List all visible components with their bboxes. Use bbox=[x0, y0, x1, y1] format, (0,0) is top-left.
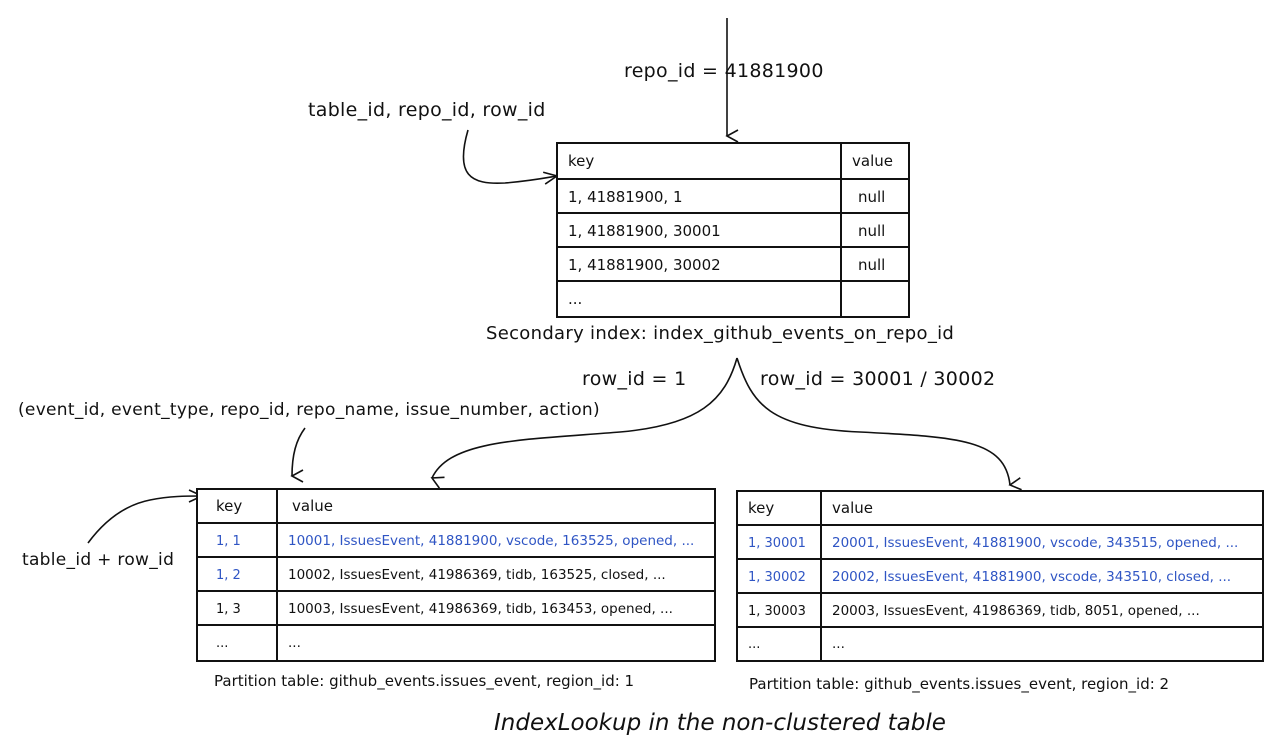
partition-row-key: 1, 2 bbox=[216, 567, 241, 583]
table-row: ... ... bbox=[738, 626, 1262, 660]
partition-1-value-header: value bbox=[276, 490, 714, 522]
row-id-left-arrow bbox=[430, 357, 738, 489]
partition-2-header-row: key value bbox=[738, 492, 1262, 524]
partition-row-key: 1, 30002 bbox=[748, 569, 806, 585]
index-key-format-label: table_id, repo_id, row_id bbox=[308, 99, 546, 121]
index-row-key: 1, 41881900, 30002 bbox=[568, 256, 721, 274]
partition-1-table: key value 1, 1 10001, IssuesEvent, 41881… bbox=[196, 488, 716, 662]
table-row: ... ... bbox=[198, 624, 714, 660]
table-row: 1, 2 10002, IssuesEvent, 41986369, tidb,… bbox=[198, 556, 714, 592]
index-value-header: value bbox=[840, 144, 908, 178]
partition-row-value: 20003, IssuesEvent, 41986369, tidb, 8051… bbox=[820, 594, 1262, 628]
partition-row-value: ... bbox=[276, 626, 714, 660]
index-key-header: key bbox=[568, 152, 595, 170]
table-row: 1, 3 10003, IssuesEvent, 41986369, tidb,… bbox=[198, 590, 714, 626]
partition-row-key: 1, 3 bbox=[216, 601, 241, 617]
partition-2-value-header: value bbox=[820, 492, 1262, 524]
secondary-index-table: key value 1, 41881900, 1 null 1, 4188190… bbox=[556, 142, 910, 318]
value-format-label: (event_id, event_type, repo_id, repo_nam… bbox=[18, 400, 600, 420]
partition-row-key: ... bbox=[216, 635, 229, 651]
table-row: 1, 41881900, 30001 null bbox=[558, 212, 908, 248]
partition-row-value: 20001, IssuesEvent, 41881900, vscode, 34… bbox=[820, 526, 1262, 560]
partition-row-key: 1, 30001 bbox=[748, 535, 806, 551]
index-row-key: ... bbox=[568, 290, 583, 308]
row-id-left-label: row_id = 1 bbox=[582, 368, 687, 390]
table-row: 1, 30002 20002, IssuesEvent, 41881900, v… bbox=[738, 558, 1262, 594]
partition-2-caption: Partition table: github_events.issues_ev… bbox=[749, 675, 1170, 693]
index-row-value: null bbox=[840, 180, 908, 214]
partition-key-format-label: table_id + row_id bbox=[22, 550, 175, 570]
partition-row-value: 20002, IssuesEvent, 41881900, vscode, 34… bbox=[820, 560, 1262, 594]
row-id-right-label: row_id = 30001 / 30002 bbox=[760, 368, 996, 390]
partition-2-table: key value 1, 30001 20001, IssuesEvent, 4… bbox=[736, 490, 1264, 662]
partition-row-key: 1, 30003 bbox=[748, 603, 806, 619]
table-row: 1, 1 10001, IssuesEvent, 41881900, vscod… bbox=[198, 522, 714, 558]
table-row: 1, 30001 20001, IssuesEvent, 41881900, v… bbox=[738, 524, 1262, 560]
table-row: 1, 41881900, 30002 null bbox=[558, 246, 908, 282]
table-row: 1, 41881900, 1 null bbox=[558, 178, 908, 214]
diagram-title: IndexLookup in the non-clustered table bbox=[494, 710, 946, 736]
partition-key-arrow bbox=[87, 489, 204, 544]
partition-row-value: ... bbox=[820, 628, 1262, 660]
partition-2-key-header: key bbox=[748, 499, 775, 517]
table-row: ... bbox=[558, 280, 908, 316]
partition-1-header-row: key value bbox=[198, 490, 714, 522]
index-row-value: null bbox=[840, 214, 908, 248]
index-row-value: null bbox=[840, 248, 908, 282]
repo-filter-label: repo_id = 41881900 bbox=[624, 60, 824, 82]
index-row-value bbox=[840, 282, 908, 316]
table-row: 1, 30003 20003, IssuesEvent, 41986369, t… bbox=[738, 592, 1262, 628]
index-header-row: key value bbox=[558, 144, 908, 178]
partition-row-key: ... bbox=[748, 636, 761, 652]
partition-row-value: 10003, IssuesEvent, 41986369, tidb, 1634… bbox=[276, 592, 714, 626]
partition-row-value: 10001, IssuesEvent, 41881900, vscode, 16… bbox=[276, 524, 714, 558]
index-caption: Secondary index: index_github_events_on_… bbox=[486, 323, 955, 344]
partition-1-key-header: key bbox=[216, 497, 243, 515]
partition-1-caption: Partition table: github_events.issues_ev… bbox=[214, 672, 635, 690]
index-key-arrow bbox=[462, 129, 559, 185]
index-row-key: 1, 41881900, 30001 bbox=[568, 222, 721, 240]
value-format-arrow bbox=[290, 427, 306, 483]
row-id-right-arrow bbox=[736, 357, 1022, 491]
index-row-key: 1, 41881900, 1 bbox=[568, 188, 683, 206]
partition-row-key: 1, 1 bbox=[216, 533, 241, 549]
partition-row-value: 10002, IssuesEvent, 41986369, tidb, 1635… bbox=[276, 558, 714, 592]
